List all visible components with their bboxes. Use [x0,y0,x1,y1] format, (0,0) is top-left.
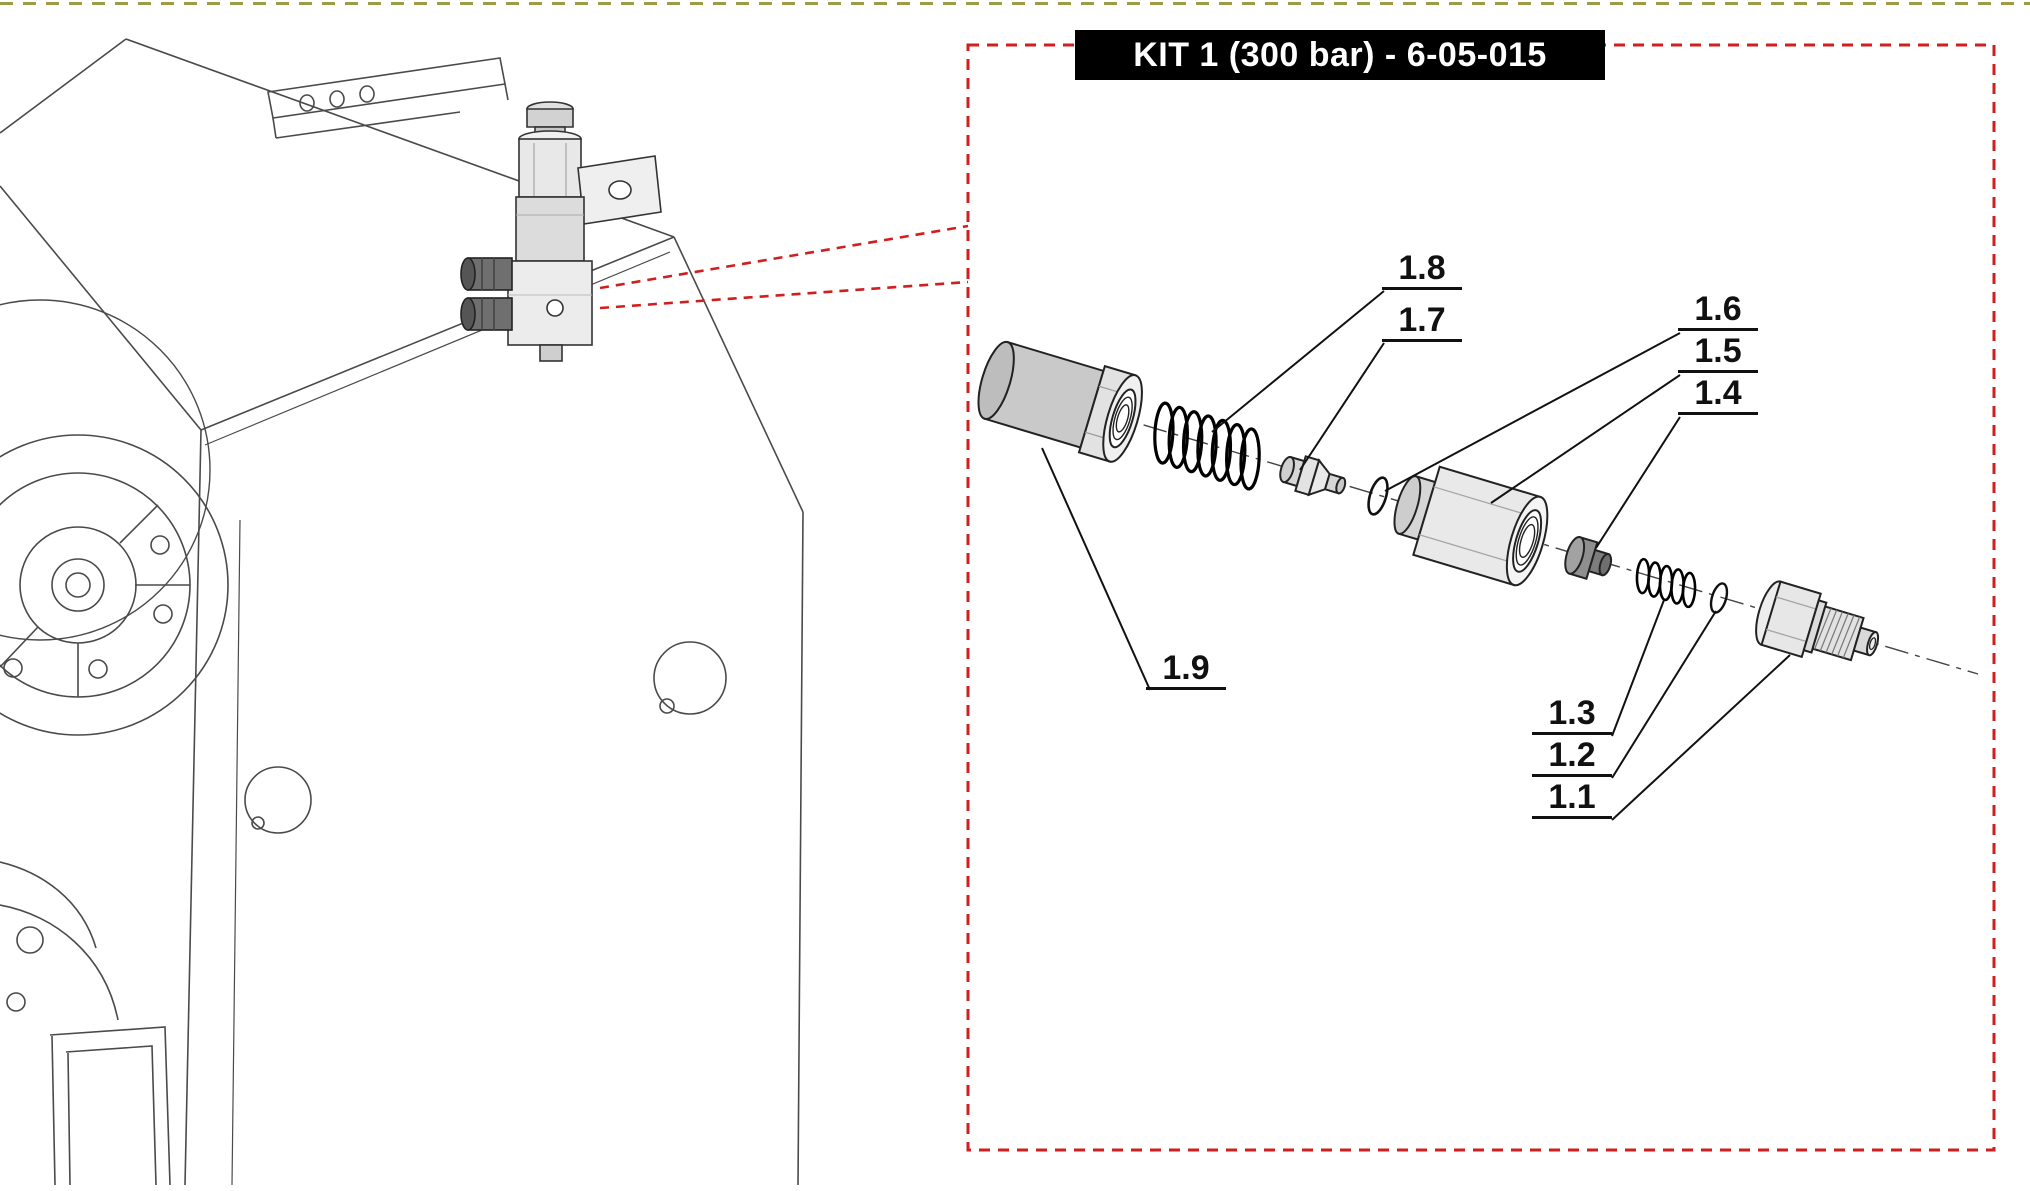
kit-title: KIT 1 (300 bar) - 6-05-015 [1075,30,1605,80]
part-label-1-2: 1.2 [1532,737,1612,777]
callout-line-upper [599,224,969,290]
part-label-1-3: 1.3 [1532,695,1612,735]
part-1-3-spring [1635,557,1697,609]
part-label-1-4: 1.4 [1678,375,1758,415]
part-label-1-1: 1.1 [1532,779,1612,819]
valve-assembly [460,101,662,362]
part-label-1-7: 1.7 [1382,302,1462,342]
part-1-6-oring [1367,476,1389,516]
part-label-1-6: 1.6 [1678,291,1758,331]
page-boundary-dashed-line [0,2,2030,5]
leader-lines [1041,290,1791,821]
machine-illustration [0,38,804,1186]
part-1-7-piston [1279,455,1347,497]
hose-fittings [460,257,513,331]
kit-boundary-box [966,43,1996,1152]
part-1-5-body [1393,465,1549,587]
part-1-2-oring [1709,582,1729,614]
part-1-1-fitting [1755,580,1880,662]
callout-line-lower [599,280,969,310]
part-1-8-spring [1153,401,1261,491]
part-label-1-5: 1.5 [1678,333,1758,373]
part-1-4-cap [1564,535,1613,581]
exploded-view [977,290,1979,821]
part-1-9-cap [977,340,1143,463]
part-label-1-9: 1.9 [1146,650,1226,690]
part-label-1-8: 1.8 [1382,250,1462,290]
